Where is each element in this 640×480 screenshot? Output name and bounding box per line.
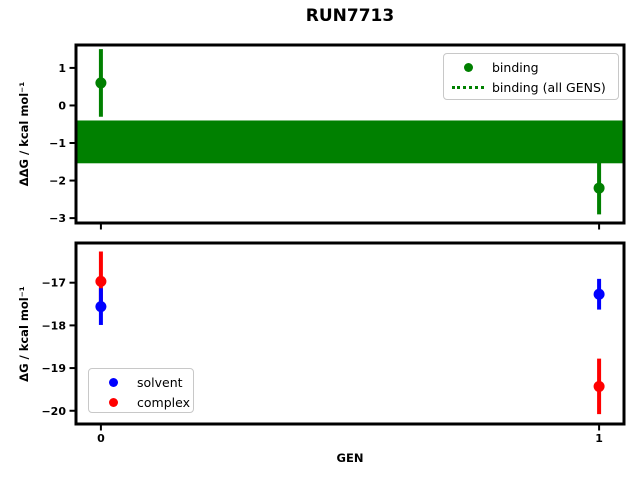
legend-binding: binding binding (all GENS) bbox=[443, 53, 619, 100]
data-point-solvent bbox=[95, 301, 107, 313]
plot-area-dg: 0 1 −17 −18 −19 −20 bbox=[41, 241, 626, 445]
legend-dg: solvent complex bbox=[88, 368, 194, 413]
y-tick-label: −20 bbox=[41, 405, 66, 418]
y-tick-label: −18 bbox=[41, 319, 66, 332]
confidence-band bbox=[76, 120, 624, 164]
binding-all-gens-dotted-line-icon bbox=[452, 85, 484, 89]
y-axis-label-top: ΔΔG / kcal mol⁻¹ bbox=[17, 81, 31, 187]
binding-dot-icon bbox=[463, 62, 473, 72]
y-tick-label: −19 bbox=[41, 362, 66, 375]
y-tick-label: 1 bbox=[58, 62, 66, 75]
legend-label-binding: binding bbox=[492, 59, 539, 75]
data-point-binding bbox=[95, 77, 107, 89]
legend-entry-complex: complex bbox=[95, 392, 190, 412]
plot-area-binding: 1 0 −1 −2 −3 bbox=[49, 43, 626, 230]
figure-title: RUN7713 bbox=[305, 6, 395, 26]
data-point-solvent bbox=[593, 288, 605, 300]
complex-dot-icon bbox=[108, 397, 118, 407]
x-axis-label: GEN bbox=[336, 451, 364, 465]
axes-frame bbox=[74, 43, 626, 225]
x-tick-label: 1 bbox=[595, 432, 603, 445]
legend-entry-binding-all-gens: binding (all GENS) bbox=[450, 77, 610, 97]
legend-label-binding-all-gens: binding (all GENS) bbox=[492, 79, 606, 95]
data-point-binding bbox=[593, 182, 605, 194]
y-tick-label: −17 bbox=[41, 277, 66, 290]
y-tick-label: 0 bbox=[58, 99, 66, 112]
y-tick-label: −1 bbox=[49, 137, 66, 150]
legend-entry-binding: binding bbox=[450, 57, 610, 77]
data-point-complex bbox=[95, 275, 107, 287]
solvent-dot-icon bbox=[108, 377, 118, 387]
legend-label-solvent: solvent bbox=[137, 374, 183, 390]
y-tick-label: −2 bbox=[49, 175, 66, 188]
legend-entry-solvent: solvent bbox=[95, 372, 185, 392]
data-point-complex bbox=[593, 380, 605, 392]
x-tick-label: 0 bbox=[97, 432, 105, 445]
legend-label-complex: complex bbox=[137, 394, 190, 410]
axes-frame bbox=[74, 241, 626, 426]
y-tick-label: −3 bbox=[49, 212, 66, 225]
y-axis-label-bottom: ΔG / kcal mol⁻¹ bbox=[17, 286, 31, 382]
